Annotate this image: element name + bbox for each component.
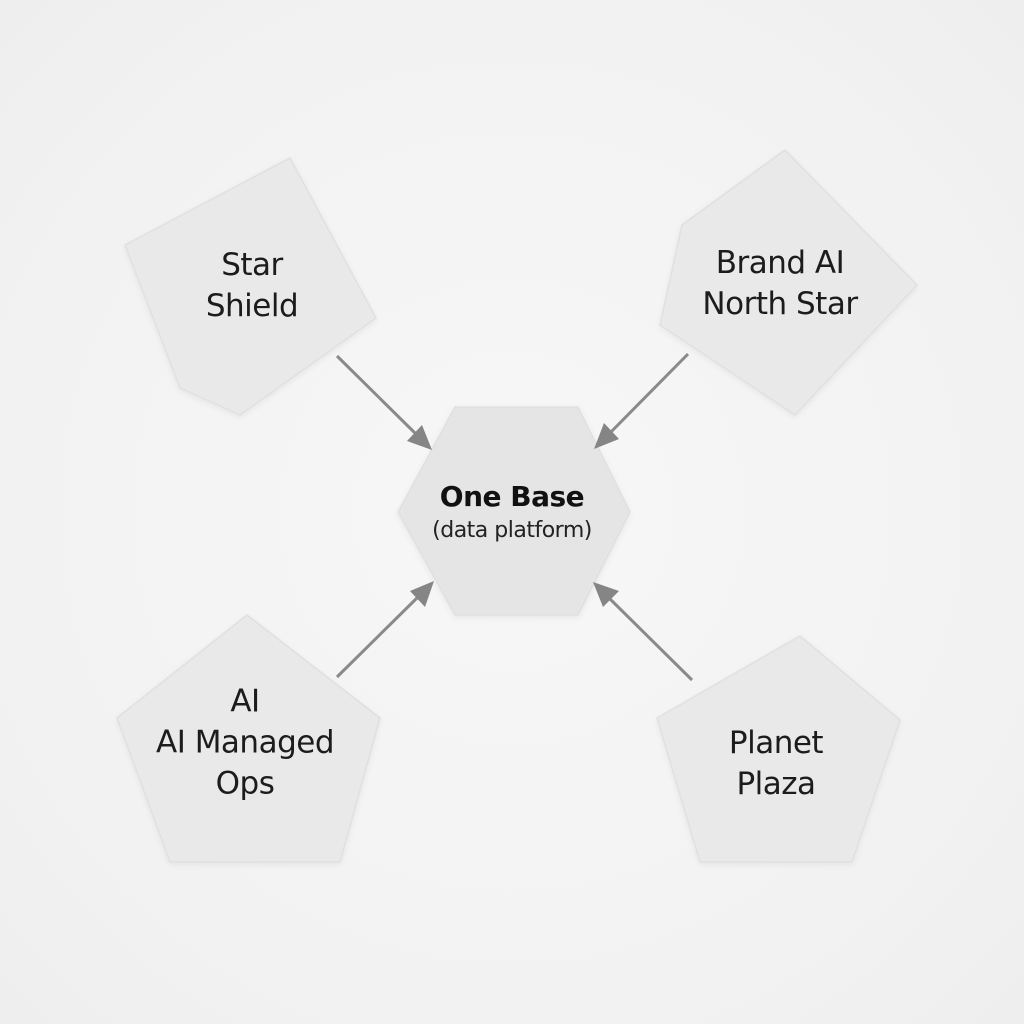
planet-plaza-line-1: Planet (728, 725, 824, 761)
brand-ai-north-star-node (659, 149, 918, 416)
edge-brand-ai-to-hub (607, 352, 690, 436)
planet-plaza-label: Planet Plaza (728, 723, 824, 805)
hub-title: One Base (439, 480, 585, 513)
one-base-hub-label: One Base (data platform) (432, 478, 592, 546)
edge-star-shield-to-hub (335, 354, 420, 438)
brand-ai-line-1: Brand AI (715, 245, 845, 281)
edge-planet-plaza-to-hub (605, 594, 694, 682)
ai-ops-line-3: Ops (215, 765, 275, 802)
one-base-hub-node (397, 406, 631, 616)
star-shield-label: Star Shield (205, 245, 299, 327)
brand-ai-line-2: North Star (702, 286, 858, 322)
planet-plaza-line-2: Plaza (736, 766, 816, 802)
arrow-head-ai-ops (410, 581, 434, 607)
star-shield-node (124, 157, 377, 416)
planet-plaza-node (656, 635, 901, 863)
hub-subtitle: (data platform) (432, 518, 592, 543)
ai-ops-line-1: AI (230, 683, 260, 720)
ai-managed-ops-node (116, 614, 381, 863)
star-shield-line-1: Star (221, 247, 283, 283)
brand-ai-north-star-label: Brand AI North Star (702, 243, 858, 325)
star-shield-line-2: Shield (205, 288, 299, 324)
arrow-head-star-shield (407, 425, 432, 450)
arrow-head-brand-ai (594, 423, 619, 449)
ai-managed-ops-label: AI AI Managed Ops (155, 682, 335, 805)
ai-ops-line-2: AI Managed (155, 724, 335, 761)
edge-ai-ops-to-hub (335, 593, 422, 679)
arrow-head-planet-plaza (593, 582, 619, 607)
